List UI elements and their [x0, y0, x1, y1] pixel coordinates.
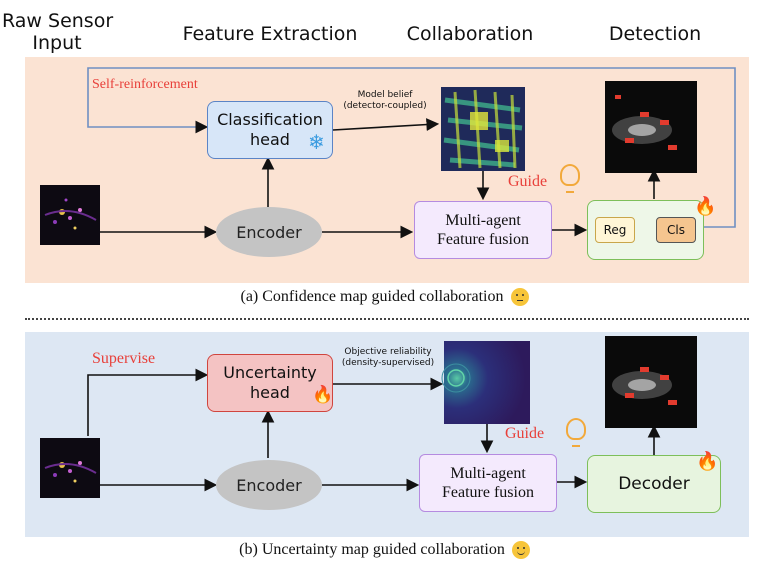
header-feature-extraction: Feature Extraction — [182, 23, 358, 45]
self-reinforcement-loop — [87, 67, 736, 228]
encoder-label-top: Encoder — [236, 222, 302, 242]
encoder-label-bottom: Encoder — [236, 475, 302, 495]
classification-head-label: Classification head — [217, 110, 323, 149]
detection-output-image-top — [605, 81, 697, 173]
encoder-ellipse-top: Encoder — [216, 207, 322, 257]
arrow-head-to-confmap — [332, 118, 440, 131]
dotted-separator — [25, 318, 749, 320]
fire-icon-top: 🔥 — [694, 196, 717, 217]
classification-head-box: Classification head — [207, 101, 333, 159]
reg-box: Reg — [595, 217, 635, 243]
supervise-line — [87, 368, 209, 436]
reg-label: Reg — [603, 223, 627, 237]
supervise-label: Supervise — [92, 350, 156, 367]
fusion-label-top: Multi-agent Feature fusion — [437, 212, 529, 248]
decoder-box: Decoder — [587, 455, 721, 513]
caption-bottom-text: (b) Uncertainty map guided collaboration — [239, 541, 505, 558]
decoder-label: Decoder — [618, 474, 690, 494]
lightbulb-icon-bottom — [566, 418, 586, 440]
self-reinforcement-label: Self-reinforcement — [92, 77, 198, 92]
header-raw-sensor-input: Raw Sensor Input — [2, 10, 114, 54]
raw-sensor-image-bottom — [40, 438, 100, 498]
header-collaboration: Collaboration — [406, 23, 534, 45]
confidence-map-image — [441, 87, 525, 171]
fire-icon-head: 🔥 — [312, 385, 334, 405]
uncertainty-head-label: Uncertainty head — [223, 363, 317, 402]
caption-top-text: (a) Confidence map guided collaboration — [240, 288, 504, 305]
smiley-face-icon — [511, 541, 530, 560]
guide-label-bottom: Guide — [505, 425, 545, 442]
fusion-box-top: Multi-agent Feature fusion — [414, 201, 552, 259]
uncertainty-head-box: Uncertainty head — [207, 354, 333, 412]
confused-face-icon — [510, 288, 529, 307]
fusion-box-bottom: Multi-agent Feature fusion — [419, 454, 557, 512]
fire-icon-decoder: 🔥 — [696, 451, 719, 472]
cls-label: Cls — [667, 223, 685, 237]
lightbulb-icon-top — [560, 164, 580, 186]
caption-top: (a) Confidence map guided collaboration — [0, 288, 769, 307]
detection-output-image-bottom — [605, 336, 697, 428]
uncertainty-map-image — [441, 341, 530, 424]
encoder-ellipse-bottom: Encoder — [216, 460, 322, 510]
objective-reliability-label: Objective reliability (density-supervise… — [341, 347, 435, 368]
header-detection: Detection — [608, 23, 702, 45]
caption-bottom: (b) Uncertainty map guided collaboration — [0, 541, 769, 560]
lightbulb-base-top — [566, 187, 574, 193]
model-belief-label: Model belief (detector-coupled) — [343, 90, 427, 111]
raw-sensor-image-top — [40, 185, 100, 245]
fusion-label-bottom: Multi-agent Feature fusion — [442, 465, 534, 501]
guide-label-top: Guide — [508, 173, 548, 190]
lightbulb-base-bottom — [572, 441, 580, 447]
cls-box: Cls — [656, 217, 696, 243]
snowflake-icon: ❄ — [308, 130, 325, 154]
